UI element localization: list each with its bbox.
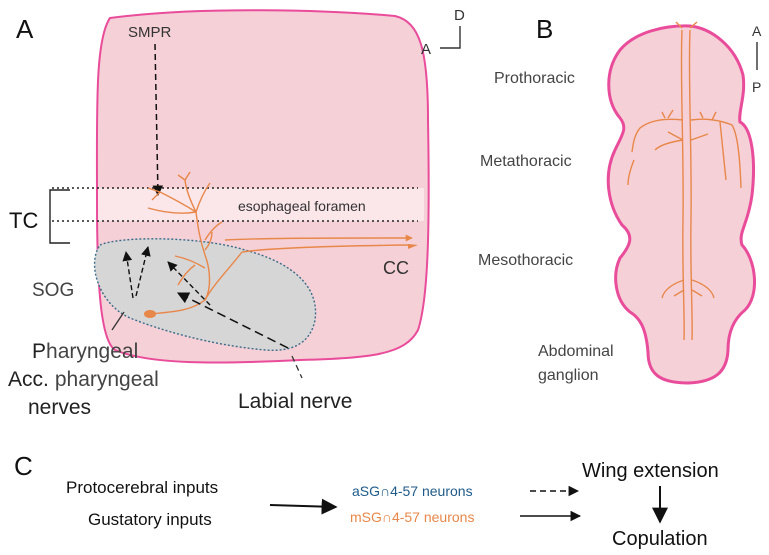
sog-region (93, 238, 317, 352)
panel-label-c: C (14, 451, 33, 481)
orientation-b-a-label: A (752, 23, 762, 39)
mesothoracic-label: Mesothoracic (478, 252, 573, 269)
labial-leader (291, 355, 303, 379)
prothoracic-label: Prothoracic (494, 70, 575, 87)
sog-label: SOG (32, 280, 74, 301)
labial-nerve-label: Labial nerve (238, 390, 352, 413)
pharyngeal-leader (111, 311, 125, 331)
vnc-neurons (627, 21, 742, 341)
asg-neurons-label: aSG∩4-57 neurons (352, 483, 473, 499)
abdominal-label-line1: Abdominal (538, 343, 614, 360)
smpr-label: SMPR (128, 24, 172, 41)
tc-label: TC (9, 208, 38, 233)
nerves-label: nerves (28, 396, 91, 419)
esophageal-foramen-label: esophageal foramen (238, 198, 366, 214)
acc-pharyngeal-nerve-arrow (167, 261, 211, 306)
cc-arrowhead (408, 244, 418, 249)
pharyngeal-label: Pharyngeal (32, 340, 138, 363)
wing-extension-label: Wing extension (582, 460, 719, 482)
cc-label: CC (383, 258, 409, 278)
msg-neurons-label: mSG∩4-57 neurons (350, 509, 474, 525)
labial-nerve-arrow (176, 292, 289, 349)
neuron-arbor (147, 171, 413, 315)
vnc-outline (606, 24, 757, 385)
neuron-cell-body (144, 310, 156, 318)
inputs-arrow (269, 498, 338, 515)
orientation-b-p-label: P (752, 79, 761, 95)
protocerebral-inputs-label: Protocerebral inputs (66, 478, 218, 497)
smpr-arrow (152, 43, 164, 197)
copulation-label: Copulation (612, 528, 708, 550)
orientation-a-label: A (421, 41, 431, 58)
abdominal-label-line2: ganglion (538, 367, 599, 384)
gustatory-inputs-label: Gustatory inputs (88, 510, 212, 529)
acc-pharyngeal-label: Acc.pharyngeal (8, 368, 159, 391)
metathoracic-label: Metathoracic (480, 153, 572, 170)
panel-label-a: A (16, 14, 34, 44)
pharyngeal-nerve-arrow-2 (135, 246, 151, 297)
esophageal-foramen-band (98, 188, 424, 221)
panel-label-b: B (536, 14, 553, 44)
orientation-d-label: D (454, 7, 465, 24)
orientation-axis-ad (440, 26, 461, 49)
tc-bracket (49, 189, 70, 244)
